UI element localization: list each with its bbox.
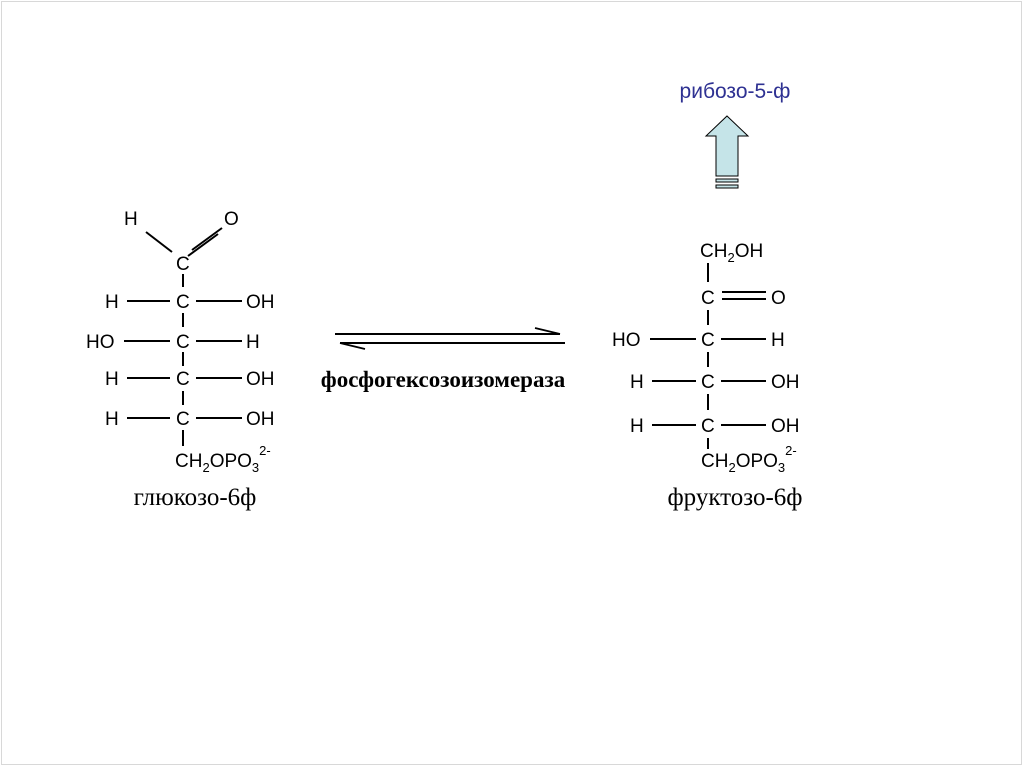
atom-c: C	[176, 254, 190, 275]
atom-c: C	[176, 332, 190, 353]
substituent-left: H	[105, 369, 119, 390]
atom-c: C	[176, 369, 190, 390]
fructose-row: H C OH	[630, 372, 800, 393]
hydroxymethyl-group: CH2OH	[700, 241, 763, 265]
phosphate-group: CH2OPO32-	[701, 443, 797, 475]
atom-c: C	[701, 330, 715, 351]
atom-o: O	[771, 288, 786, 309]
fructose-label: фруктозо-6ф	[667, 484, 802, 511]
double-bond	[191, 227, 223, 251]
bond	[145, 231, 173, 253]
equilibrium-arrows	[335, 327, 565, 350]
fructose-6-phosphate-structure: CH2OH C O HO C H H C OH H C OH	[612, 241, 803, 511]
fructose-row: HO C H	[612, 330, 785, 351]
glucose-row: H C OH	[105, 292, 275, 313]
up-arrow-icon	[704, 115, 750, 189]
glucose-label: глюкозо-6ф	[134, 484, 257, 511]
atom-c: C	[176, 292, 190, 313]
glucose-row: H C OH	[105, 409, 275, 430]
glucose-row: HO C H	[86, 332, 260, 353]
substituent-right: OH	[771, 372, 800, 393]
atom-c: C	[701, 416, 715, 437]
substituent-left: H	[105, 292, 119, 313]
substituent-left: H	[105, 409, 119, 430]
atom-o: O	[224, 209, 239, 230]
substituent-left: HO	[612, 330, 641, 351]
atom-c: C	[176, 409, 190, 430]
phosphate-group: CH2OPO32-	[175, 443, 271, 475]
atom-c: C	[701, 372, 715, 393]
atom-h: H	[124, 209, 138, 230]
substituent-right: OH	[246, 409, 275, 430]
substituent-left: H	[630, 372, 644, 393]
glucose-row: H C OH	[105, 369, 275, 390]
substituent-left: H	[630, 416, 644, 437]
glucose-6-phosphate-structure: H O C H C OH HO C H H C OH H	[86, 209, 275, 511]
fructose-row: H C OH	[630, 416, 800, 437]
substituent-right: OH	[246, 292, 275, 313]
enzyme-label: фосфогексозоизомераза	[321, 367, 566, 392]
substituent-right: OH	[246, 369, 275, 390]
substituent-left: HO	[86, 332, 115, 353]
atom-c: C	[701, 288, 715, 309]
substituent-right: OH	[771, 416, 800, 437]
product-label: рибозо-5-ф	[680, 80, 791, 103]
substituent-right: H	[246, 332, 260, 353]
substituent-right: H	[771, 330, 785, 351]
double-bond	[187, 233, 219, 257]
